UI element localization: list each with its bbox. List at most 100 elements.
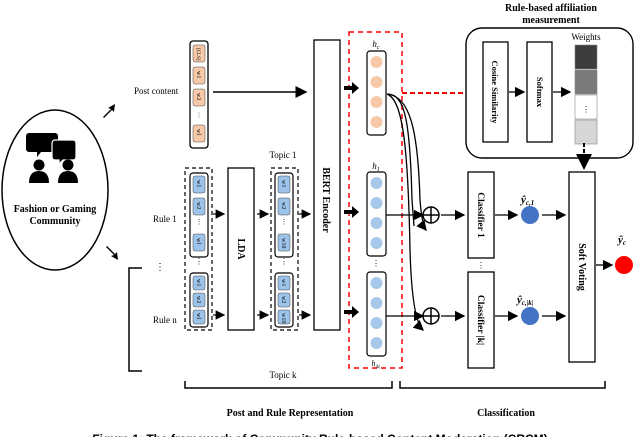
rule-group-ellipsis: ⋮: [195, 257, 203, 266]
h1-label: h1: [372, 161, 380, 173]
softmax-label: Softmax: [535, 77, 545, 108]
hk-dot: [370, 317, 383, 329]
classifier-ellipsis: ⋮: [477, 261, 485, 270]
affiliation-title-line2: measurement: [522, 15, 580, 26]
arrow-to-post-icon: [103, 104, 115, 118]
h1-vector: [366, 171, 387, 257]
hc-curve-1: [386, 93, 415, 227]
soft-voting-box: [568, 171, 596, 363]
representation-section-label: Post and Rule Representation: [227, 408, 354, 419]
rule-token: [192, 275, 206, 291]
bert-encoder-box: [313, 39, 341, 331]
hc-dot: [370, 96, 383, 108]
prediction-1-dot: [521, 206, 539, 224]
post-token: [192, 124, 206, 143]
hidden-ellipsis: ⋮: [372, 259, 380, 268]
final-prediction-label: ŷc: [616, 234, 626, 247]
affiliation-title-line1: Rule-based affiliation: [505, 3, 597, 14]
topic-token: [277, 197, 291, 216]
rule-token-ellipsis: ⋮: [196, 218, 203, 226]
hk-dot: [370, 277, 383, 289]
topic-group-ellipsis: ⋮: [280, 257, 288, 266]
concat-icon: [422, 206, 440, 224]
post-token: [192, 88, 206, 107]
topic-token-text: w1: [280, 279, 286, 286]
hc-dot: [370, 76, 383, 88]
rule-token-text: wl: [195, 238, 201, 244]
figure-caption: Figure 1: The framework of Community Rul…: [92, 432, 547, 437]
h1-dot: [370, 237, 383, 249]
softmax-box: [526, 41, 553, 143]
post-token-text: w2: [195, 93, 201, 100]
classification-section-label: Classification: [477, 408, 535, 419]
hc-dot: [370, 56, 383, 68]
hk-vector: [366, 271, 387, 357]
weight-cell: [574, 119, 598, 145]
hc-curve-3: [386, 93, 424, 331]
hc-label: hc: [372, 39, 380, 51]
prediction-1-label: ŷc,1: [519, 194, 534, 207]
encoder-to-h1-arrow: [344, 206, 359, 218]
topic-token-text: w10: [280, 313, 286, 323]
prediction-k-dot: [521, 307, 539, 325]
topic-token: [277, 233, 291, 252]
concat-icon: [422, 307, 440, 325]
post-token-text: w1: [195, 71, 201, 78]
post-token: [192, 44, 206, 63]
rule-token: [192, 175, 206, 194]
post-token-text: ⋯: [195, 112, 201, 118]
rule-token: [192, 292, 206, 308]
topic-first-label: Topic 1: [269, 150, 296, 160]
post-token-text: wl: [195, 129, 201, 135]
h1-dot: [370, 217, 383, 229]
classifier-1-label: Classifier 1: [475, 192, 485, 238]
weights-vector: [574, 44, 598, 145]
hc-dot: [370, 116, 383, 128]
lda-label: LDA: [235, 238, 246, 260]
topic-token: [277, 309, 291, 325]
classification-bracket: [399, 381, 606, 389]
hk-label: h|k|: [372, 359, 381, 370]
hidden-representation-box: [348, 31, 403, 369]
h1-dot: [370, 197, 383, 209]
prediction-k-label: ŷc,|k|: [515, 294, 533, 307]
weight-cell: [574, 69, 598, 95]
rule-first-label: Rule 1: [153, 214, 177, 224]
bert-encoder-label: BERT Encoder: [320, 167, 331, 233]
topic-token-text: w10: [280, 238, 286, 248]
community-node: Fashion or Gaming Community: [1, 109, 109, 271]
hk-dot: [370, 337, 383, 349]
post-token-text: [CLS]: [195, 48, 200, 61]
rule-token-text: w1: [195, 279, 201, 286]
rule-token-text: w1: [195, 180, 201, 187]
hk-dot: [370, 297, 383, 309]
rule-last-label: Rule n: [153, 315, 177, 325]
rules-bracket: [128, 267, 142, 372]
topic-token-text: w1: [280, 180, 286, 187]
post-token-column: [CLS] w1 w2 ⋯ wl: [189, 40, 209, 149]
people-chat-icon: [26, 133, 78, 183]
h1-dot: [370, 177, 383, 189]
representation-bracket: [184, 381, 393, 389]
lda-box: [227, 167, 255, 331]
hc-vector: [366, 50, 387, 136]
arrow-to-rules-icon: [106, 246, 118, 260]
hc-curve-2: [386, 93, 427, 232]
topic-token: [277, 175, 291, 194]
classifier-1-box: [467, 171, 495, 259]
classifier-k-label: Classifier |k|: [475, 295, 485, 345]
final-prediction-dot: [615, 256, 633, 274]
soft-voting-label: Soft Voting: [576, 243, 587, 291]
post-token: [192, 66, 206, 85]
rule-token-text: w2: [195, 202, 201, 209]
rules-ellipsis: ⋮: [155, 262, 165, 273]
weights-label: Weights: [571, 32, 601, 42]
topic-token-text: w2: [280, 202, 286, 209]
rule-token: [192, 233, 206, 252]
topic-token: [277, 275, 291, 291]
classifier-k-box: [467, 271, 495, 369]
community-label-line1: Fashion or Gaming: [14, 204, 97, 215]
